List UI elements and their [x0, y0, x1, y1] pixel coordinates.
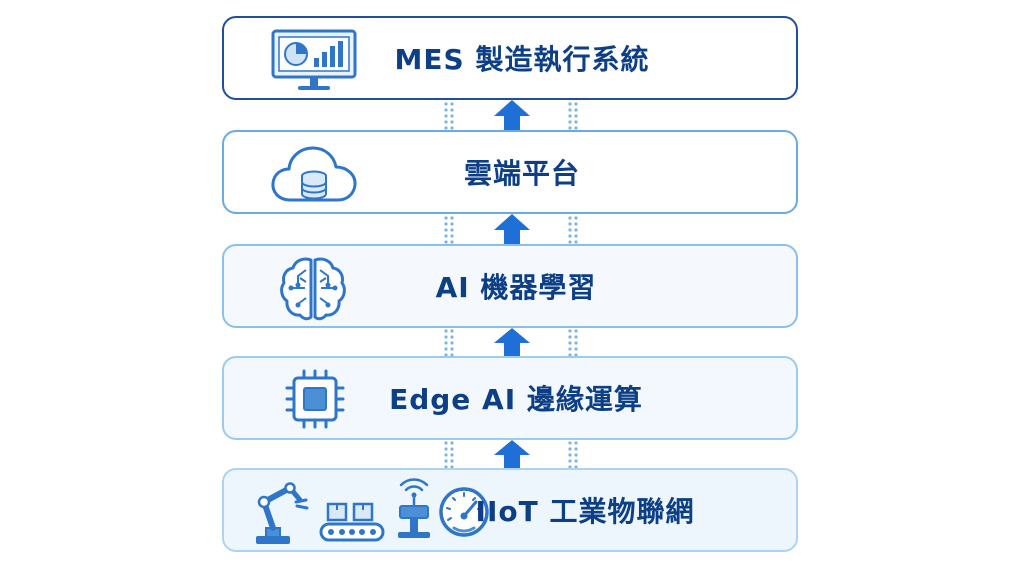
brain-circuit-icon — [280, 257, 346, 321]
arrow-up-icon — [494, 100, 530, 130]
processor-chip-icon — [285, 369, 345, 429]
connector-3 — [444, 328, 578, 356]
arrow-up-icon — [494, 440, 530, 468]
layer-mes: MES 製造執行系統 — [222, 16, 798, 100]
layer-ai-label: AI 機器學習 — [435, 271, 597, 304]
connector-4 — [444, 440, 578, 468]
layer-cloud-label: 雲端平台 — [463, 157, 580, 190]
layer-edge-label: Edge AI 邊緣運算 — [389, 383, 643, 416]
layer-mes-label: MES 製造執行系統 — [394, 43, 650, 76]
layer-iiot-label: IIoT 工業物聯網 — [475, 495, 695, 528]
layer-ai: AI 機器學習 — [222, 244, 798, 328]
monitor-chart-icon — [271, 29, 357, 90]
robot-arm-icon — [256, 482, 309, 544]
gauge-icon — [439, 487, 489, 537]
conveyor-belt-icon — [319, 502, 385, 542]
connector-1 — [444, 100, 578, 130]
cloud-database-icon — [271, 146, 357, 202]
layer-cloud: 雲端平台 — [222, 130, 798, 214]
layer-iiot: IIoT 工業物聯網 — [222, 468, 798, 552]
arrow-up-icon — [494, 328, 530, 356]
arrow-up-icon — [494, 214, 530, 244]
layer-edge: Edge AI 邊緣運算 — [222, 356, 798, 440]
wireless-sensor-icon — [398, 478, 430, 538]
connector-2 — [444, 214, 578, 244]
